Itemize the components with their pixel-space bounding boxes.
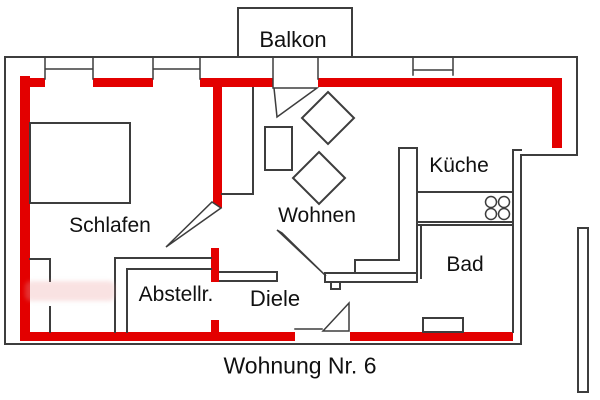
room-label-diele: Diele bbox=[249, 286, 301, 311]
balcony-outline bbox=[237, 7, 353, 58]
window-kueche bbox=[412, 56, 454, 76]
room-label-schlafen: Schlafen bbox=[69, 214, 151, 237]
burner-icon bbox=[484, 207, 498, 221]
room-label-balkon: Balkon bbox=[259, 27, 327, 52]
kueche-dividing-wall bbox=[354, 147, 418, 274]
bad-radiator bbox=[422, 317, 464, 333]
room-label-wohnen: Wohnen bbox=[278, 204, 356, 227]
diele-wall-left bbox=[219, 271, 278, 282]
room-label-kueche: Küche bbox=[429, 154, 489, 177]
kitchen-counter bbox=[416, 191, 514, 223]
burner-icon bbox=[484, 195, 498, 209]
red-wall-bottom-right bbox=[350, 332, 513, 341]
bed bbox=[29, 122, 131, 204]
room-label-bad: Bad bbox=[446, 253, 484, 276]
stove-burners-icon bbox=[484, 195, 511, 221]
bad-walls bbox=[416, 224, 514, 279]
red-wall-top-2 bbox=[93, 78, 153, 87]
wohnen-niche bbox=[221, 87, 254, 195]
red-wall-abstellraum-post bbox=[211, 248, 219, 282]
wohnen-small-table bbox=[264, 126, 293, 171]
wohnen-diamond-table-1 bbox=[300, 90, 356, 146]
windows bbox=[44, 56, 454, 89]
balcony-door-swing bbox=[273, 87, 320, 119]
abstellraum-walls bbox=[114, 257, 212, 333]
red-wall-bottom-left bbox=[20, 332, 295, 341]
wohnen-door-swing bbox=[276, 229, 327, 277]
red-walls bbox=[20, 76, 562, 341]
plan-title: Wohnung Nr. 6 bbox=[223, 352, 377, 379]
entrance-door-swing bbox=[321, 301, 350, 332]
red-wall-top-4 bbox=[318, 78, 552, 87]
red-wall-right bbox=[552, 78, 562, 148]
burner-icon bbox=[497, 207, 511, 221]
wohnen-diamond-table-2 bbox=[291, 150, 347, 206]
window-schlafen-2 bbox=[152, 56, 201, 80]
red-wall-abstellraum-stub bbox=[211, 320, 219, 332]
diele-wall-right bbox=[324, 272, 418, 283]
window-schlafen-1 bbox=[44, 56, 94, 80]
balcony-door-jambs bbox=[272, 56, 319, 89]
red-wall-top-1 bbox=[20, 78, 45, 87]
outer-wall-outline bbox=[4, 56, 578, 345]
right-wall-inner-face bbox=[512, 149, 522, 333]
red-wall-top-3 bbox=[200, 78, 273, 87]
red-wall-schlafen-wohnen bbox=[213, 78, 222, 208]
room-label-abstellraum: Abstellr. bbox=[138, 283, 214, 306]
door-stop-stub bbox=[330, 281, 341, 290]
wardrobe-niche bbox=[29, 258, 51, 333]
burner-icon bbox=[497, 195, 511, 209]
detached-wall-strip bbox=[577, 227, 589, 393]
red-wall-left bbox=[20, 76, 30, 341]
watermark-artifact bbox=[25, 281, 115, 301]
schlafen-door-swing bbox=[165, 201, 223, 248]
